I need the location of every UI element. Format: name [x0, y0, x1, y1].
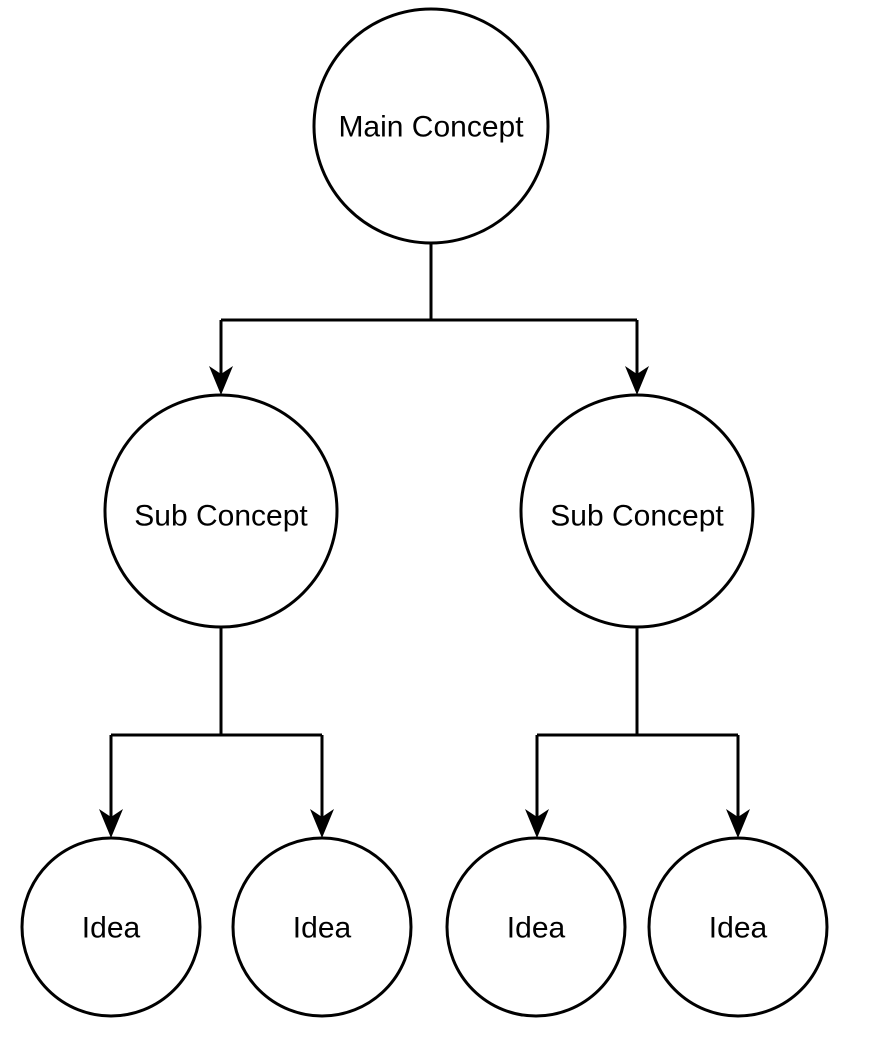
- edge-group-subleft-to-ideas: [99, 627, 334, 838]
- arrowhead-sub-right-to-idea-4: [726, 809, 750, 838]
- node-circle-idea-4[interactable]: [647, 836, 829, 1018]
- node-circle-sub-concept-left[interactable]: [103, 393, 339, 629]
- node-label-idea-4: Idea: [709, 912, 768, 945]
- node-circle-main-concept[interactable]: [312, 7, 550, 245]
- node-sub-concept-right[interactable]: Sub Concept: [519, 393, 755, 629]
- node-label-sub-concept-left: Sub Concept: [134, 500, 308, 533]
- arrowhead-sub-left-to-idea-1: [99, 809, 123, 838]
- edge-group-subright-to-ideas: [525, 627, 750, 838]
- node-main-concept[interactable]: Main Concept: [312, 7, 550, 245]
- node-circle-idea-3[interactable]: [445, 836, 627, 1018]
- node-circle-idea-1[interactable]: [20, 836, 202, 1018]
- arrowhead-sub-right-to-idea-3: [525, 809, 549, 838]
- node-label-idea-3: Idea: [507, 912, 566, 945]
- edge-group-root-to-sub: [209, 243, 649, 395]
- node-idea-4[interactable]: Idea: [647, 836, 829, 1018]
- node-label-idea-2: Idea: [293, 912, 352, 945]
- node-idea-1[interactable]: Idea: [20, 836, 202, 1018]
- node-label-main-concept: Main Concept: [338, 111, 524, 144]
- arrowhead-sub-left-to-idea-2: [310, 809, 334, 838]
- node-sub-concept-left[interactable]: Sub Concept: [103, 393, 339, 629]
- arrowhead-root-to-sub-right: [625, 366, 649, 395]
- arrowhead-root-to-sub-left: [209, 366, 233, 395]
- node-label-idea-1: Idea: [82, 912, 141, 945]
- node-idea-2[interactable]: Idea: [231, 836, 413, 1018]
- node-idea-3[interactable]: Idea: [445, 836, 627, 1018]
- node-circle-sub-concept-right[interactable]: [519, 393, 755, 629]
- node-label-sub-concept-right: Sub Concept: [550, 500, 724, 533]
- node-circle-idea-2[interactable]: [231, 836, 413, 1018]
